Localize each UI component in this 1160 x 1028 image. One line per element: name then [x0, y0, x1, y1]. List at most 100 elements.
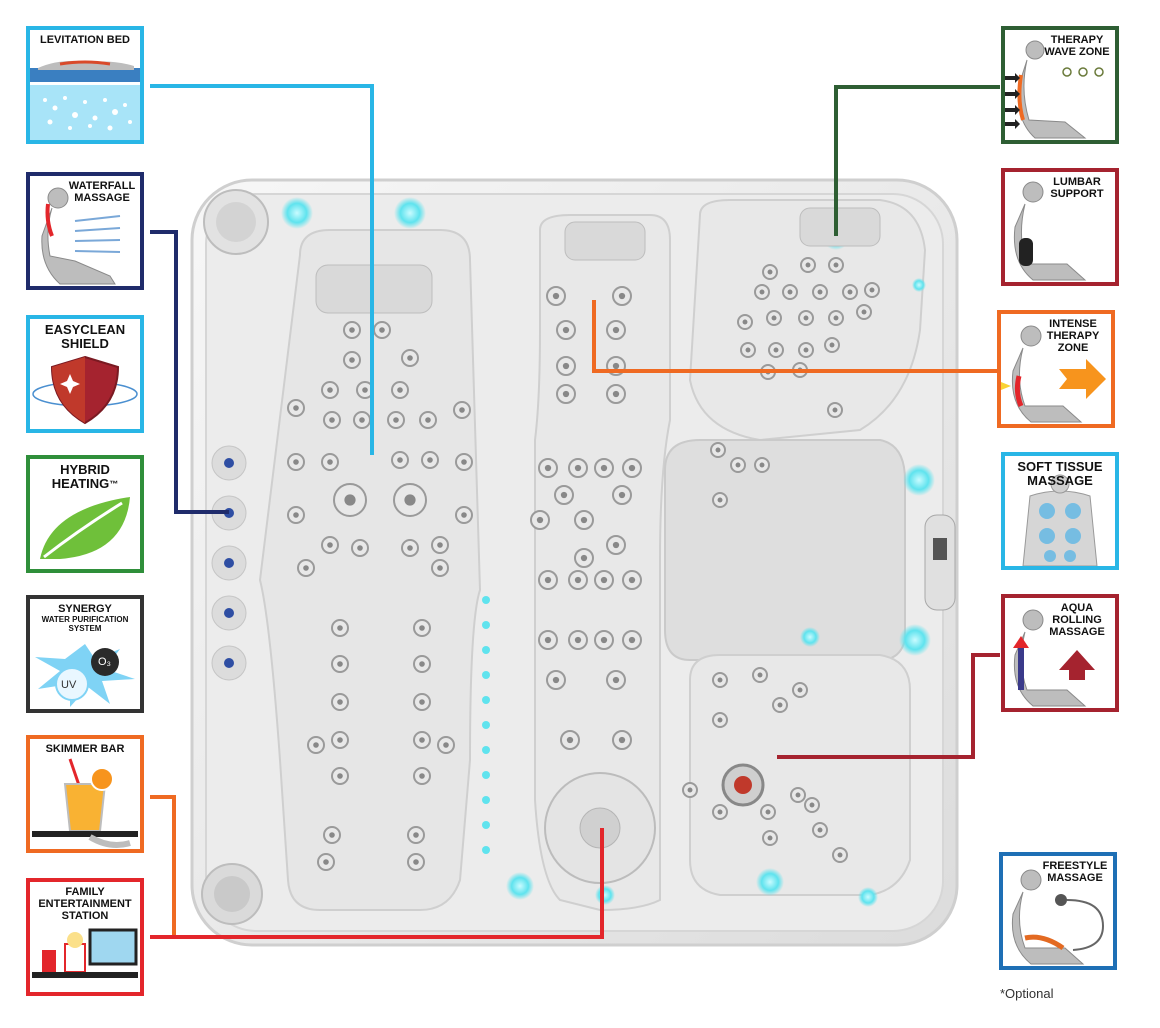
- jet-nozzle: [419, 737, 425, 743]
- jet-nozzle: [419, 699, 425, 705]
- jet-nozzle: [580, 554, 588, 562]
- lumbar-support-icon: [1013, 181, 1087, 281]
- jet-nozzle: [413, 832, 419, 838]
- aqua-rolling-icon: [1013, 609, 1095, 707]
- tile-label-text: HYBRID HEATING: [51, 462, 110, 491]
- jet-nozzle: [562, 326, 570, 334]
- jet-nozzle: [562, 390, 570, 398]
- jet-nozzle: [803, 315, 809, 321]
- jet-nozzle: [344, 494, 356, 506]
- tile-label: LEVITATION BED: [39, 34, 131, 46]
- jet-nozzle: [777, 702, 783, 708]
- jet-nozzle: [560, 491, 568, 499]
- jet-nozzle: [437, 565, 443, 571]
- jet-nozzle: [443, 742, 449, 748]
- jet-nozzle: [628, 464, 636, 472]
- jet-nozzle: [717, 677, 723, 683]
- jet-nozzle: [742, 319, 748, 325]
- intense-therapy-icon: [1001, 325, 1106, 423]
- jet-nozzle: [773, 347, 779, 353]
- jet-nozzle: [552, 676, 560, 684]
- jet-nozzle: [313, 742, 319, 748]
- jet-nozzle: [413, 859, 419, 865]
- optional-footnote: *Optional: [1000, 986, 1054, 1001]
- jet-nozzle: [359, 417, 365, 423]
- tile-label: WATERFALL MASSAGE: [68, 180, 136, 204]
- entertainment-icon: [32, 928, 138, 978]
- tile-lumbar-support: LUMBAR SUPPORT: [1001, 168, 1119, 286]
- tile-intense-therapy-zone: INTENSE THERAPY ZONE: [997, 310, 1115, 428]
- tile-freestyle-massage: FREESTYLE MASSAGE: [999, 852, 1117, 970]
- tile-sublabel: WATER PURIFICATION SYSTEM: [41, 615, 129, 633]
- jet-nozzle: [327, 542, 333, 548]
- shield-icon: [32, 355, 138, 425]
- tile-label: LUMBAR SUPPORT: [1050, 176, 1104, 200]
- jet-nozzle: [323, 859, 329, 865]
- bottom-right-seat: [689, 654, 911, 896]
- tile-aqua-rolling-massage: AQUA ROLLING MASSAGE: [1001, 594, 1119, 712]
- jet-nozzle: [329, 417, 335, 423]
- jet-nozzle: [837, 852, 843, 858]
- line-therapy-wave-zone: [834, 85, 1000, 236]
- jet-nozzle: [544, 576, 552, 584]
- jet-nozzle: [425, 417, 431, 423]
- jet-nozzle: [419, 661, 425, 667]
- headrest-center: [564, 221, 646, 261]
- jet-nozzle: [293, 405, 299, 411]
- jet-nozzle: [765, 809, 771, 815]
- line-intense-therapy-zone: [592, 300, 1000, 373]
- tile-label: SKIMMER BAR: [45, 743, 125, 755]
- jet-nozzle: [612, 390, 620, 398]
- jet-nozzle: [745, 347, 751, 353]
- jet-nozzle: [574, 464, 582, 472]
- tile-label: INTENSE THERAPY ZONE: [1046, 318, 1100, 354]
- jet-nozzle: [552, 292, 560, 300]
- jet-nozzle: [329, 832, 335, 838]
- jet-nozzle: [767, 269, 773, 275]
- therapy-wave-icon: [1005, 40, 1104, 139]
- uv-label: UV: [61, 679, 77, 691]
- jet-nozzle: [817, 827, 823, 833]
- jet-nozzle: [612, 362, 620, 370]
- connector-lines: [150, 84, 1000, 939]
- jet-nozzle: [832, 407, 838, 413]
- jet-nozzle: [687, 787, 693, 793]
- jet-nozzle: [566, 736, 574, 744]
- tile-label: THERAPY WAVE ZONE: [1044, 34, 1110, 58]
- jet-nozzle: [327, 459, 333, 465]
- jet-nozzle: [337, 661, 343, 667]
- jet-nozzle: [600, 576, 608, 584]
- jet-nozzle: [574, 636, 582, 644]
- jet-nozzle: [618, 292, 626, 300]
- jet-nozzle: [759, 462, 765, 468]
- jet-nozzle: [600, 636, 608, 644]
- drink-icon: [32, 758, 138, 848]
- ozone-label: O₃: [98, 656, 112, 668]
- jet-nozzle: [628, 636, 636, 644]
- jet-nozzle: [562, 362, 570, 370]
- jet-nozzle: [393, 417, 399, 423]
- levitation-bed-icon: [30, 60, 140, 140]
- freestyle-massage-icon: [1011, 869, 1105, 965]
- jet-nozzle: [787, 289, 793, 295]
- tile-label: FAMILY ENTERTAINMENT STATION: [38, 886, 132, 922]
- jet-nozzle: [419, 625, 425, 631]
- tile-hybrid-heating: HYBRID HEATING™: [26, 455, 144, 573]
- jet-nozzle: [717, 497, 723, 503]
- jet-nozzle: [829, 342, 835, 348]
- jet-nozzle: [618, 491, 626, 499]
- jet-nozzle: [805, 262, 811, 268]
- tile-levitation-bed: LEVITATION BED: [26, 26, 144, 144]
- jet-nozzle: [797, 687, 803, 693]
- jet-nozzle: [544, 464, 552, 472]
- line-skimmer-bar: [150, 795, 176, 937]
- headrest-corner: [799, 207, 881, 247]
- waterfall-massage-icon: [41, 187, 121, 285]
- center-led-strip: [482, 596, 490, 854]
- tile-waterfall-massage: WATERFALL MASSAGE: [26, 172, 144, 290]
- jet-nozzle: [861, 309, 867, 315]
- tile-label: HYBRID HEATING™: [34, 463, 136, 491]
